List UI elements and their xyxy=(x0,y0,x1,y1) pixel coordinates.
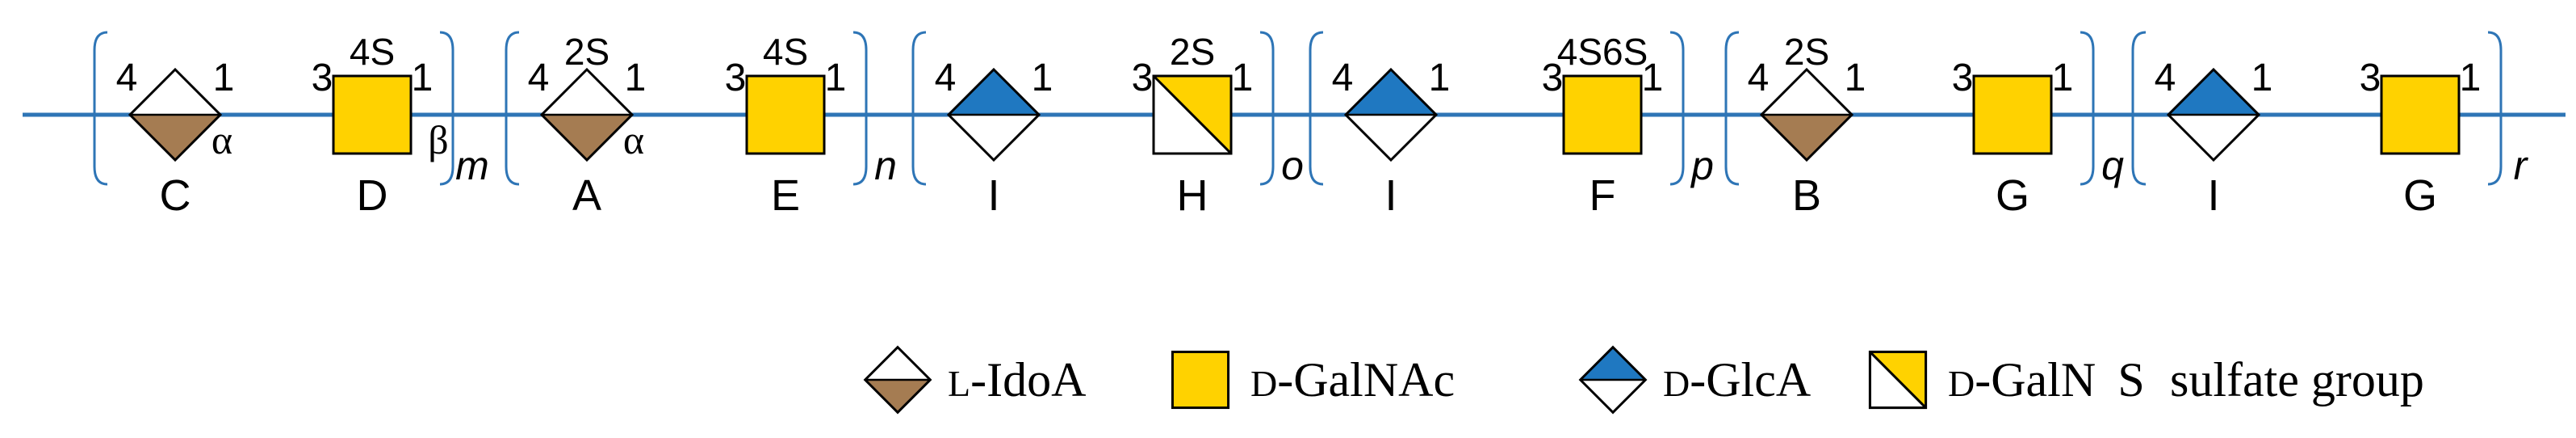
repeat-count-label: m xyxy=(455,143,489,188)
repeat-count-label: o xyxy=(1281,143,1304,188)
residue-D-1: 3 1 4S βD xyxy=(312,31,449,220)
legend-item-galnac: D-GalNAc xyxy=(1171,350,1455,410)
residue-letter: D xyxy=(357,171,388,220)
legend-sulfate-symbol: S xyxy=(2117,353,2144,406)
legend-item-glca: D-GlcA xyxy=(1578,345,1811,415)
residue-letter: I xyxy=(1384,171,1397,220)
residue-letter: B xyxy=(1792,171,1821,220)
legend-symbol xyxy=(1578,345,1648,415)
repeat-bracket-m: m xyxy=(93,31,489,188)
residue-B-8: 4 1 2S B xyxy=(1748,31,1866,220)
galn-symbol xyxy=(1152,74,1233,155)
linkage-position-left: 4 xyxy=(116,57,138,99)
linkage-position-left: 3 xyxy=(725,57,747,99)
galnac-symbol xyxy=(2380,74,2461,155)
sulfate-label: 2S xyxy=(1170,31,1215,73)
repeat-bracket-o: o xyxy=(911,31,1304,188)
residue-G-9: 3 1G xyxy=(1952,57,2074,220)
anomeric-config: β xyxy=(428,117,448,162)
residue-I-6: 4 1I xyxy=(1332,57,1451,220)
repeat-count-label: p xyxy=(1690,143,1714,188)
linkage-position-left: 3 xyxy=(1132,57,1154,99)
linkage-position-left: 3 xyxy=(1952,57,1974,99)
repeat-count-label: r xyxy=(2514,143,2529,188)
linkage-position-right: 1 xyxy=(1642,57,1664,99)
legend-label: D-GlcA xyxy=(1663,353,1811,406)
idoa-symbol xyxy=(539,67,635,162)
idoa-symbol xyxy=(1759,67,1854,162)
legend-symbol xyxy=(863,345,932,415)
repeat-bracket-p: p xyxy=(1309,31,1714,188)
linkage-position-left: 3 xyxy=(2360,57,2381,99)
legend-item-galn: D-GalN xyxy=(1868,350,2096,410)
sulfate-label: 2S xyxy=(564,31,609,73)
linkage-position-left: 4 xyxy=(528,57,550,99)
legend-symbol xyxy=(1868,350,1928,410)
linkage-position-left: 4 xyxy=(2155,57,2176,99)
residue-letter: G xyxy=(2403,171,2437,220)
residue-letter: F xyxy=(1590,171,1616,220)
residue-E-3: 3 1 4S E xyxy=(725,31,847,220)
linkage-position-right: 1 xyxy=(625,57,647,99)
linkage-position-right: 1 xyxy=(1429,57,1451,99)
linkage-position-left: 3 xyxy=(1542,57,1564,99)
sulfate-label: 4S xyxy=(763,31,808,73)
linkage-position-left: 4 xyxy=(1748,57,1770,99)
repeat-bracket-r: r xyxy=(2131,31,2529,188)
glca-symbol xyxy=(1343,67,1439,162)
galnac-symbol xyxy=(332,74,413,155)
legend-item-idoa: L-IdoA xyxy=(863,345,1086,415)
residue-letter: A xyxy=(572,171,601,220)
linkage-position-right: 1 xyxy=(825,57,847,99)
linkage-position-left: 3 xyxy=(312,57,333,99)
residue-letter: I xyxy=(987,171,999,220)
linkage-position-right: 1 xyxy=(1232,57,1254,99)
linkage-position-right: 1 xyxy=(1845,57,1866,99)
legend-label: L-IdoA xyxy=(948,353,1086,406)
linkage-position-right: 1 xyxy=(1032,57,1053,99)
legend-label: D-GalN xyxy=(1948,353,2096,406)
repeat-bracket-q: q xyxy=(1724,31,2124,188)
glca-symbol xyxy=(946,67,1041,162)
linkage-position-left: 4 xyxy=(1332,57,1354,99)
anomeric-config: α xyxy=(623,117,644,162)
glca-symbol xyxy=(2166,67,2261,162)
residue-letter: G xyxy=(1996,171,2029,220)
residue-C-0: 4 1 αC xyxy=(116,57,235,220)
legend-label: sulfate group xyxy=(2170,353,2424,406)
sulfate-label: 2S xyxy=(1784,31,1829,73)
linkage-position-right: 1 xyxy=(2251,57,2273,99)
linkage-position-right: 1 xyxy=(2460,57,2482,99)
legend-symbol xyxy=(1171,350,1230,410)
residue-I-10: 4 1I xyxy=(2155,57,2273,220)
galnac-symbol xyxy=(1972,74,2053,155)
legend-label: D-GalNAc xyxy=(1250,353,1455,406)
residue-letter: H xyxy=(1177,171,1208,220)
residue-letter: E xyxy=(771,171,800,220)
anomeric-config: α xyxy=(212,117,232,162)
residue-G-11: 3 1G xyxy=(2360,57,2482,220)
galnac-symbol xyxy=(1562,74,1643,155)
residue-letter: I xyxy=(2207,171,2219,220)
repeat-bracket-n: n xyxy=(505,31,897,188)
residue-A-2: 4 1 2S αA xyxy=(528,31,647,220)
linkage-position-right: 1 xyxy=(412,57,434,99)
idoa-symbol xyxy=(128,67,223,162)
linkage-position-right: 1 xyxy=(2052,57,2074,99)
sulfate-label: 4S xyxy=(350,31,395,73)
residue-letter: C xyxy=(160,171,191,220)
residue-I-4: 4 1I xyxy=(935,57,1053,220)
linkage-position-right: 1 xyxy=(213,57,235,99)
repeat-count-label: q xyxy=(2101,143,2124,188)
repeat-count-label: n xyxy=(874,143,897,188)
galnac-symbol xyxy=(745,74,826,155)
residue-H-5: 3 1 2S H xyxy=(1132,31,1254,220)
linkage-position-left: 4 xyxy=(935,57,957,99)
sulfate-label: 4S6S xyxy=(1557,31,1648,73)
